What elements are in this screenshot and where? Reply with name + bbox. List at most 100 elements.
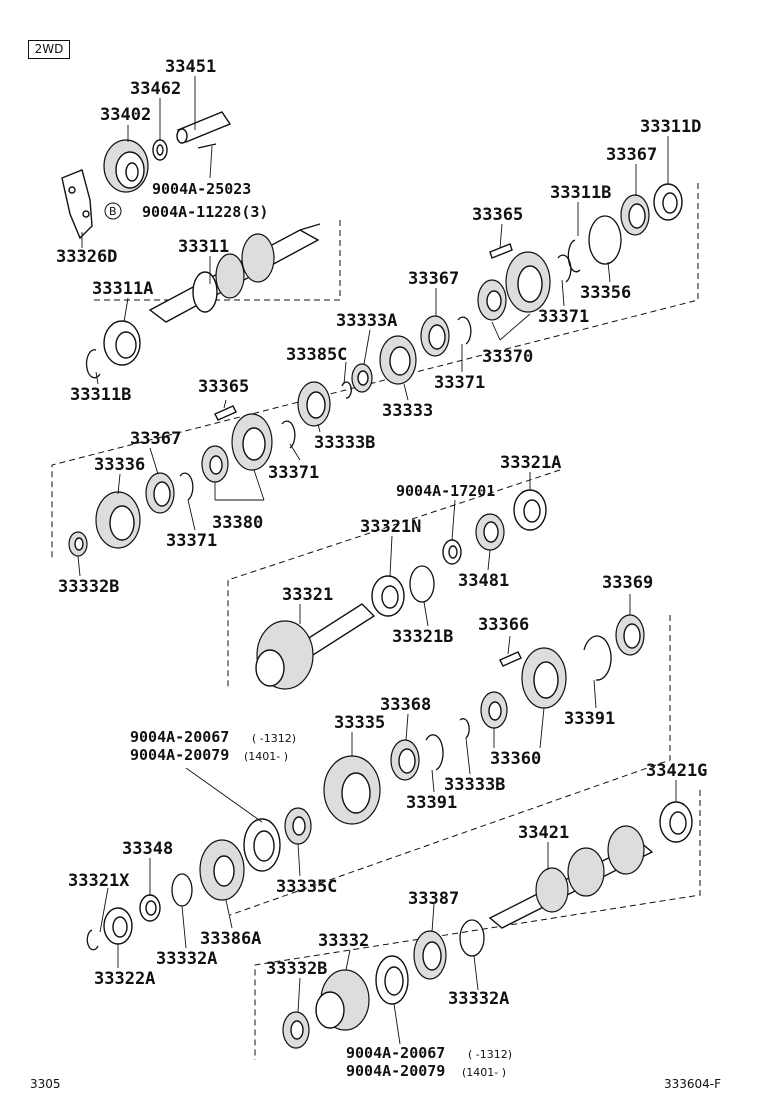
nut-9004A-17201[interactable] [442,539,462,565]
hub-33333B-lower[interactable] [459,718,470,739]
hub-33333B[interactable] [297,381,331,427]
bearing-33421G[interactable] [659,801,693,843]
snap-ring-33371-2[interactable] [457,316,472,345]
output-shaft-33421[interactable] [488,825,654,929]
label-33332B-upper: 33332B [58,577,119,597]
counter-gear-33321[interactable] [255,603,376,690]
snap-ring-33311B-left[interactable] [85,349,101,379]
hub-sleeve-33360[interactable] [480,647,567,729]
label-33462: 33462 [130,79,181,99]
label-33451: 33451 [165,57,216,77]
washer-33462[interactable] [152,139,168,161]
gear-33332[interactable] [315,969,370,1031]
label-33421G: 33421G [646,761,707,781]
label-33369: 33369 [602,573,653,593]
label-33333B-lower: 33333B [444,775,505,795]
label-9004A-17201: 9004A-17201 [396,482,495,500]
label-33386A: 33386A [200,929,261,949]
bearing-33332B-lower[interactable] [282,1011,310,1049]
label-33321N: 33321N [360,517,421,537]
label-33311B-right: 33311B [550,183,611,203]
note-1312-upper: ( -1312) [252,732,296,745]
bearing-33333A[interactable] [351,363,373,393]
circle-b-text: B [109,205,117,218]
hub-sleeve-33380[interactable] [201,413,273,483]
label-33333B-upper: 33333B [314,433,375,453]
snap-ring-33371-3[interactable] [281,420,296,449]
note-1401-upper: (1401- ) [244,750,288,763]
label-33391-right: 33391 [564,709,615,729]
snap-ring-33332A-left[interactable] [171,873,193,907]
label-33333: 33333 [382,401,433,421]
label-33367-top: 33367 [606,145,657,165]
label-33348: 33348 [122,839,173,859]
bearing-33321A[interactable] [513,489,547,531]
snap-ring-33371-1[interactable] [557,254,572,283]
ring-33368[interactable] [390,739,420,781]
bearing-33481[interactable] [475,513,505,551]
hub-sleeve-33370[interactable] [477,251,551,321]
washer-9004A-20067-lower[interactable] [375,955,409,1005]
gear-33335[interactable] [323,755,381,825]
label-33332: 33332 [318,931,369,951]
snap-ring-33391-right[interactable] [583,635,612,681]
label-33402: 33402 [100,105,151,125]
snap-ring-33321X[interactable] [86,929,99,951]
bearing-33321N[interactable] [371,575,405,617]
label-33367-mid: 33367 [408,269,459,289]
bracket-33326D[interactable] [61,169,93,240]
label-33311B-left: 33311B [70,385,131,405]
note-1312-lower: ( -1312) [468,1048,512,1061]
snap-ring-33371-4[interactable] [179,472,194,501]
group-box-lower-2 [229,615,671,916]
gear-33333[interactable] [379,335,417,385]
group-box-middle [51,183,699,560]
input-shaft-33311[interactable] [148,223,321,323]
gear-33336[interactable] [95,491,141,549]
label-33481: 33481 [458,571,509,591]
label-33311A: 33311A [92,279,153,299]
leader-lines [77,76,677,1045]
snap-ring-33311B-right[interactable] [567,239,581,273]
label-33370: 33370 [482,347,533,367]
shift-shaft-33451[interactable] [176,111,232,149]
circle-b-marker [104,202,122,220]
ring-33367-low[interactable] [145,472,175,514]
label-33321: 33321 [282,585,333,605]
snap-ring-33321B[interactable] [409,565,435,603]
gear-33387[interactable] [413,930,447,980]
snap-ring-33332A-right[interactable] [459,919,485,957]
bearing-33322A[interactable] [103,907,133,945]
ring-33367-mid[interactable] [420,315,450,357]
label-33335C: 33335C [276,877,337,897]
ring-33367-top[interactable] [620,194,650,236]
bearing-33311A[interactable] [103,320,141,366]
bearing-33332B-upper[interactable] [68,531,88,557]
ring-33369[interactable] [615,614,645,656]
key-33365-top[interactable] [489,243,513,259]
footer-page-code: 3305 [30,1077,61,1091]
key-33366[interactable] [499,651,522,667]
bearing-33335C[interactable] [284,807,312,845]
label-33332B-lower: 33332B [266,959,327,979]
label-33322A: 33322A [94,969,155,989]
washer-9004A-20067-upper[interactable] [243,818,281,872]
label-33421: 33421 [518,823,569,843]
ring-33356[interactable] [588,215,622,265]
label-9004A-25023: 9004A-25023 [152,180,251,198]
snap-ring-33391-left[interactable] [425,734,444,771]
label-33332A-left: 33332A [156,949,217,969]
label-33311D: 33311D [640,117,701,137]
bearing-33311D[interactable] [653,183,683,221]
label-9004A-20067-lower: 9004A-20067 [346,1044,445,1062]
gear-33402[interactable] [103,139,149,193]
key-33365-mid[interactable] [214,405,237,421]
label-33368: 33368 [380,695,431,715]
collar-33348[interactable] [139,894,161,922]
note-1401-lower: (1401- ) [462,1066,506,1079]
footer-diagram-id: 333604-F [664,1077,721,1091]
label-33371-1: 33371 [538,307,589,327]
label-9004A-20067-upper: 9004A-20067 [130,728,229,746]
snap-ring-33385C[interactable] [341,381,352,399]
gear-33386A[interactable] [199,839,245,901]
